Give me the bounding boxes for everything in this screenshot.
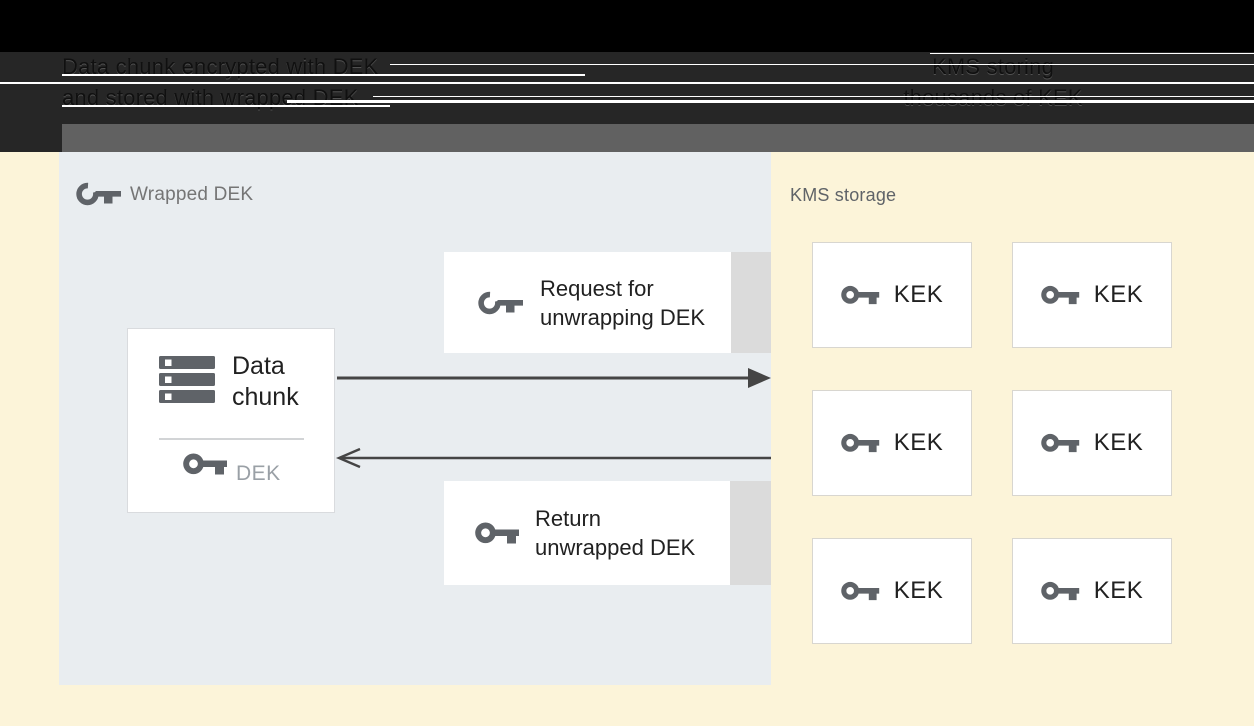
glitch-line <box>0 82 1254 84</box>
kek-label: KEK <box>1093 429 1144 456</box>
kek-label: KEK <box>893 429 944 456</box>
key-icon <box>1040 285 1079 305</box>
storage-stack-icon <box>159 356 215 403</box>
key-icon <box>840 581 879 601</box>
request-arrow-right <box>337 368 771 388</box>
glitch-line <box>390 64 1254 65</box>
header-black-band <box>0 0 1254 52</box>
kms-storage-label: KMS storage <box>790 185 897 205</box>
kek-box: KEK <box>812 538 972 644</box>
kek-label: KEK <box>1093 281 1144 308</box>
data-chunk-box: Data chunk DEK <box>127 328 335 513</box>
request-unwrap-dek-box: Request for unwrapping DEK <box>444 252 731 353</box>
header-caption-right: KMS storing thousands of KEK <box>858 51 1128 113</box>
kek-box: KEK <box>1012 390 1172 496</box>
glitch-line <box>287 100 1254 103</box>
header-caption-left-line2: and stored with wrapped DEK <box>62 85 359 110</box>
glitch-line <box>62 105 390 107</box>
wrapped-key-icon <box>478 286 526 320</box>
glitch-line <box>930 53 1254 54</box>
kek-box: KEK <box>812 390 972 496</box>
header-caption-right-line2: thousands of KEK <box>903 85 1083 110</box>
key-icon <box>840 285 879 305</box>
header-caption-left-line1: Data chunk encrypted with DEK <box>62 54 379 79</box>
kek-label: KEK <box>893 281 944 308</box>
return-unwrapped-dek-box: Return unwrapped DEK <box>444 481 730 585</box>
key-icon <box>475 522 519 544</box>
header-gray-band <box>62 124 1254 152</box>
return-arrow-left <box>335 447 771 469</box>
kek-label: KEK <box>893 577 944 604</box>
wrapped-key-icon <box>76 177 124 211</box>
kek-box: KEK <box>1012 242 1172 348</box>
kek-box: KEK <box>812 242 972 348</box>
header-caption-right-line1: KMS storing <box>931 54 1055 79</box>
return-box-tail <box>730 481 771 585</box>
dek-label: DEK <box>236 462 281 485</box>
key-icon <box>840 433 879 453</box>
glitch-line <box>373 96 1254 97</box>
key-icon <box>1040 581 1079 601</box>
kek-box: KEK <box>1012 538 1172 644</box>
key-icon <box>183 453 227 475</box>
wrapped-dek-zone-label: Wrapped DEK <box>130 184 254 205</box>
header-dark-left-strip <box>0 124 62 152</box>
glitch-line <box>62 74 585 76</box>
request-unwrap-dek-label: Request for unwrapping DEK <box>540 275 706 330</box>
request-box-tail <box>731 252 771 353</box>
key-icon <box>1040 433 1079 453</box>
return-unwrapped-dek-label: Return unwrapped DEK <box>535 506 696 560</box>
kek-label: KEK <box>1093 577 1144 604</box>
data-chunk-title: Data chunk <box>232 352 299 411</box>
data-chunk-divider <box>159 438 304 440</box>
